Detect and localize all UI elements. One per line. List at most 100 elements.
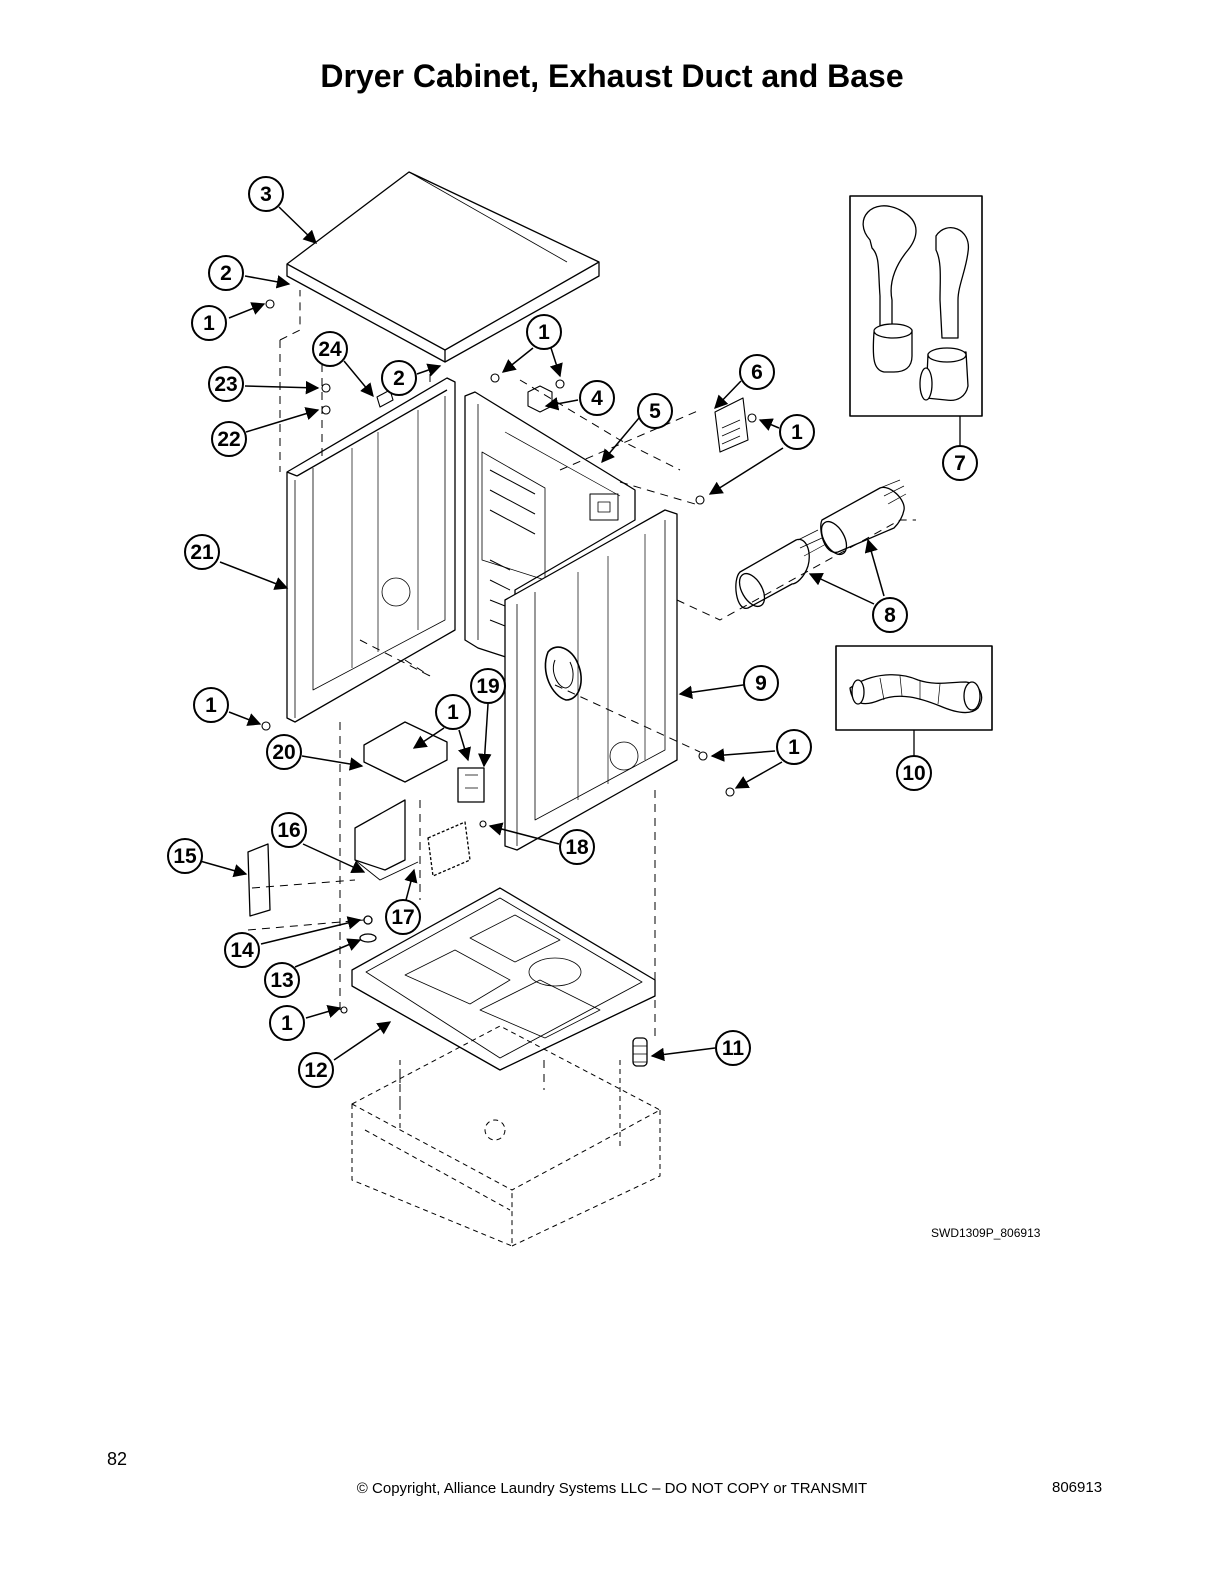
kit-10-box <box>835 645 993 731</box>
callout-circle <box>269 1005 305 1041</box>
callout-number: 1 <box>788 736 800 759</box>
callout-c4: 4 <box>579 380 615 416</box>
callout-c24: 24 <box>312 331 348 367</box>
callout-number: 6 <box>751 361 763 384</box>
callout-number: 11 <box>722 1037 745 1060</box>
callout-circle <box>191 305 227 341</box>
callout-c15: 15 <box>167 838 203 874</box>
callout-number: 1 <box>791 421 803 444</box>
callout-c13: 13 <box>264 962 300 998</box>
callout-circle <box>739 354 775 390</box>
callout-c7: 7 <box>942 445 978 481</box>
callout-number: 16 <box>277 819 300 842</box>
callout-circle <box>208 255 244 291</box>
callout-circle <box>715 1030 751 1066</box>
callout-circle <box>559 829 595 865</box>
callout-number: 1 <box>538 321 550 344</box>
callout-circle <box>579 380 615 416</box>
callout-circle <box>167 838 203 874</box>
callout-number: 1 <box>447 701 459 724</box>
callout-c2a: 2 <box>208 255 244 291</box>
callout-number: 13 <box>270 969 293 992</box>
callout-number: 20 <box>272 741 295 764</box>
callout-labels: 3212422322145617218910119120116181517141… <box>167 176 978 1088</box>
callout-c17: 17 <box>385 899 421 935</box>
callout-c1g: 1 <box>269 1005 305 1041</box>
callout-c1d: 1 <box>776 729 812 765</box>
callout-circle <box>266 734 302 770</box>
callout-number: 18 <box>565 836 589 859</box>
callout-number: 8 <box>884 604 896 627</box>
callout-circle <box>211 421 247 457</box>
callout-circle <box>526 314 562 350</box>
page-title: Dryer Cabinet, Exhaust Duct and Base <box>320 58 904 94</box>
callout-c1f: 1 <box>193 687 229 723</box>
callout-number: 1 <box>281 1012 293 1035</box>
callout-c1e: 1 <box>435 694 471 730</box>
right-side-panel-part <box>504 509 678 851</box>
exhaust-duct-part <box>735 479 907 609</box>
callout-leaders <box>199 206 885 1062</box>
callout-circle <box>208 366 244 402</box>
callout-number: 12 <box>304 1059 327 1082</box>
callout-c3: 3 <box>248 176 284 212</box>
callout-c21: 21 <box>184 534 220 570</box>
callout-c1c: 1 <box>779 414 815 450</box>
callout-c11: 11 <box>715 1030 751 1066</box>
callout-number: 1 <box>203 312 215 335</box>
copyright-notice: © Copyright, Alliance Laundry Systems LL… <box>356 1480 868 1497</box>
base-part <box>351 887 656 1071</box>
callout-c6: 6 <box>739 354 775 390</box>
callout-circle <box>896 755 932 791</box>
callout-number: 2 <box>393 367 405 390</box>
callout-number: 9 <box>755 672 767 695</box>
callout-number: 19 <box>476 675 499 698</box>
callout-circle <box>470 668 506 704</box>
callout-c1a: 1 <box>191 305 227 341</box>
callout-number: 22 <box>217 428 240 451</box>
callout-circle <box>193 687 229 723</box>
callout-circle <box>385 899 421 935</box>
callout-c23: 23 <box>208 366 244 402</box>
callout-circle <box>779 414 815 450</box>
callout-c8: 8 <box>872 597 908 633</box>
callout-circle <box>264 962 300 998</box>
callout-number: 17 <box>391 906 414 929</box>
callout-c10: 10 <box>896 755 932 791</box>
callout-c9: 9 <box>743 665 779 701</box>
callout-number: 14 <box>230 939 254 962</box>
callout-number: 1 <box>205 694 217 717</box>
callout-circle <box>872 597 908 633</box>
page-number: 82 <box>107 1449 128 1469</box>
callout-c2b: 2 <box>381 360 417 396</box>
callout-c16: 16 <box>271 812 307 848</box>
callout-c22: 22 <box>211 421 247 457</box>
callout-number: 3 <box>260 183 272 206</box>
callout-circle <box>637 393 673 429</box>
callout-c5: 5 <box>637 393 673 429</box>
callout-c19: 19 <box>470 668 506 704</box>
callout-circle <box>942 445 978 481</box>
callout-circle <box>248 176 284 212</box>
callout-circle <box>435 694 471 730</box>
callout-number: 5 <box>649 400 661 423</box>
callout-number: 23 <box>214 373 237 396</box>
callout-number: 10 <box>902 762 925 785</box>
callout-number: 7 <box>954 452 966 475</box>
left-side-panel-part <box>286 377 456 723</box>
callout-circle <box>381 360 417 396</box>
callout-c20: 20 <box>266 734 302 770</box>
callout-number: 4 <box>591 387 603 410</box>
document-number: 806913 <box>1052 1479 1103 1496</box>
callout-c14: 14 <box>224 932 260 968</box>
callout-circle <box>312 331 348 367</box>
kit-7-box <box>849 195 983 417</box>
callout-number: 2 <box>220 262 232 285</box>
drawing-code: SWD1309P_806913 <box>931 1226 1041 1240</box>
callout-c1b: 1 <box>526 314 562 350</box>
callout-number: 15 <box>173 845 197 868</box>
callout-circle <box>224 932 260 968</box>
callout-circle <box>298 1052 334 1088</box>
callout-circle <box>271 812 307 848</box>
